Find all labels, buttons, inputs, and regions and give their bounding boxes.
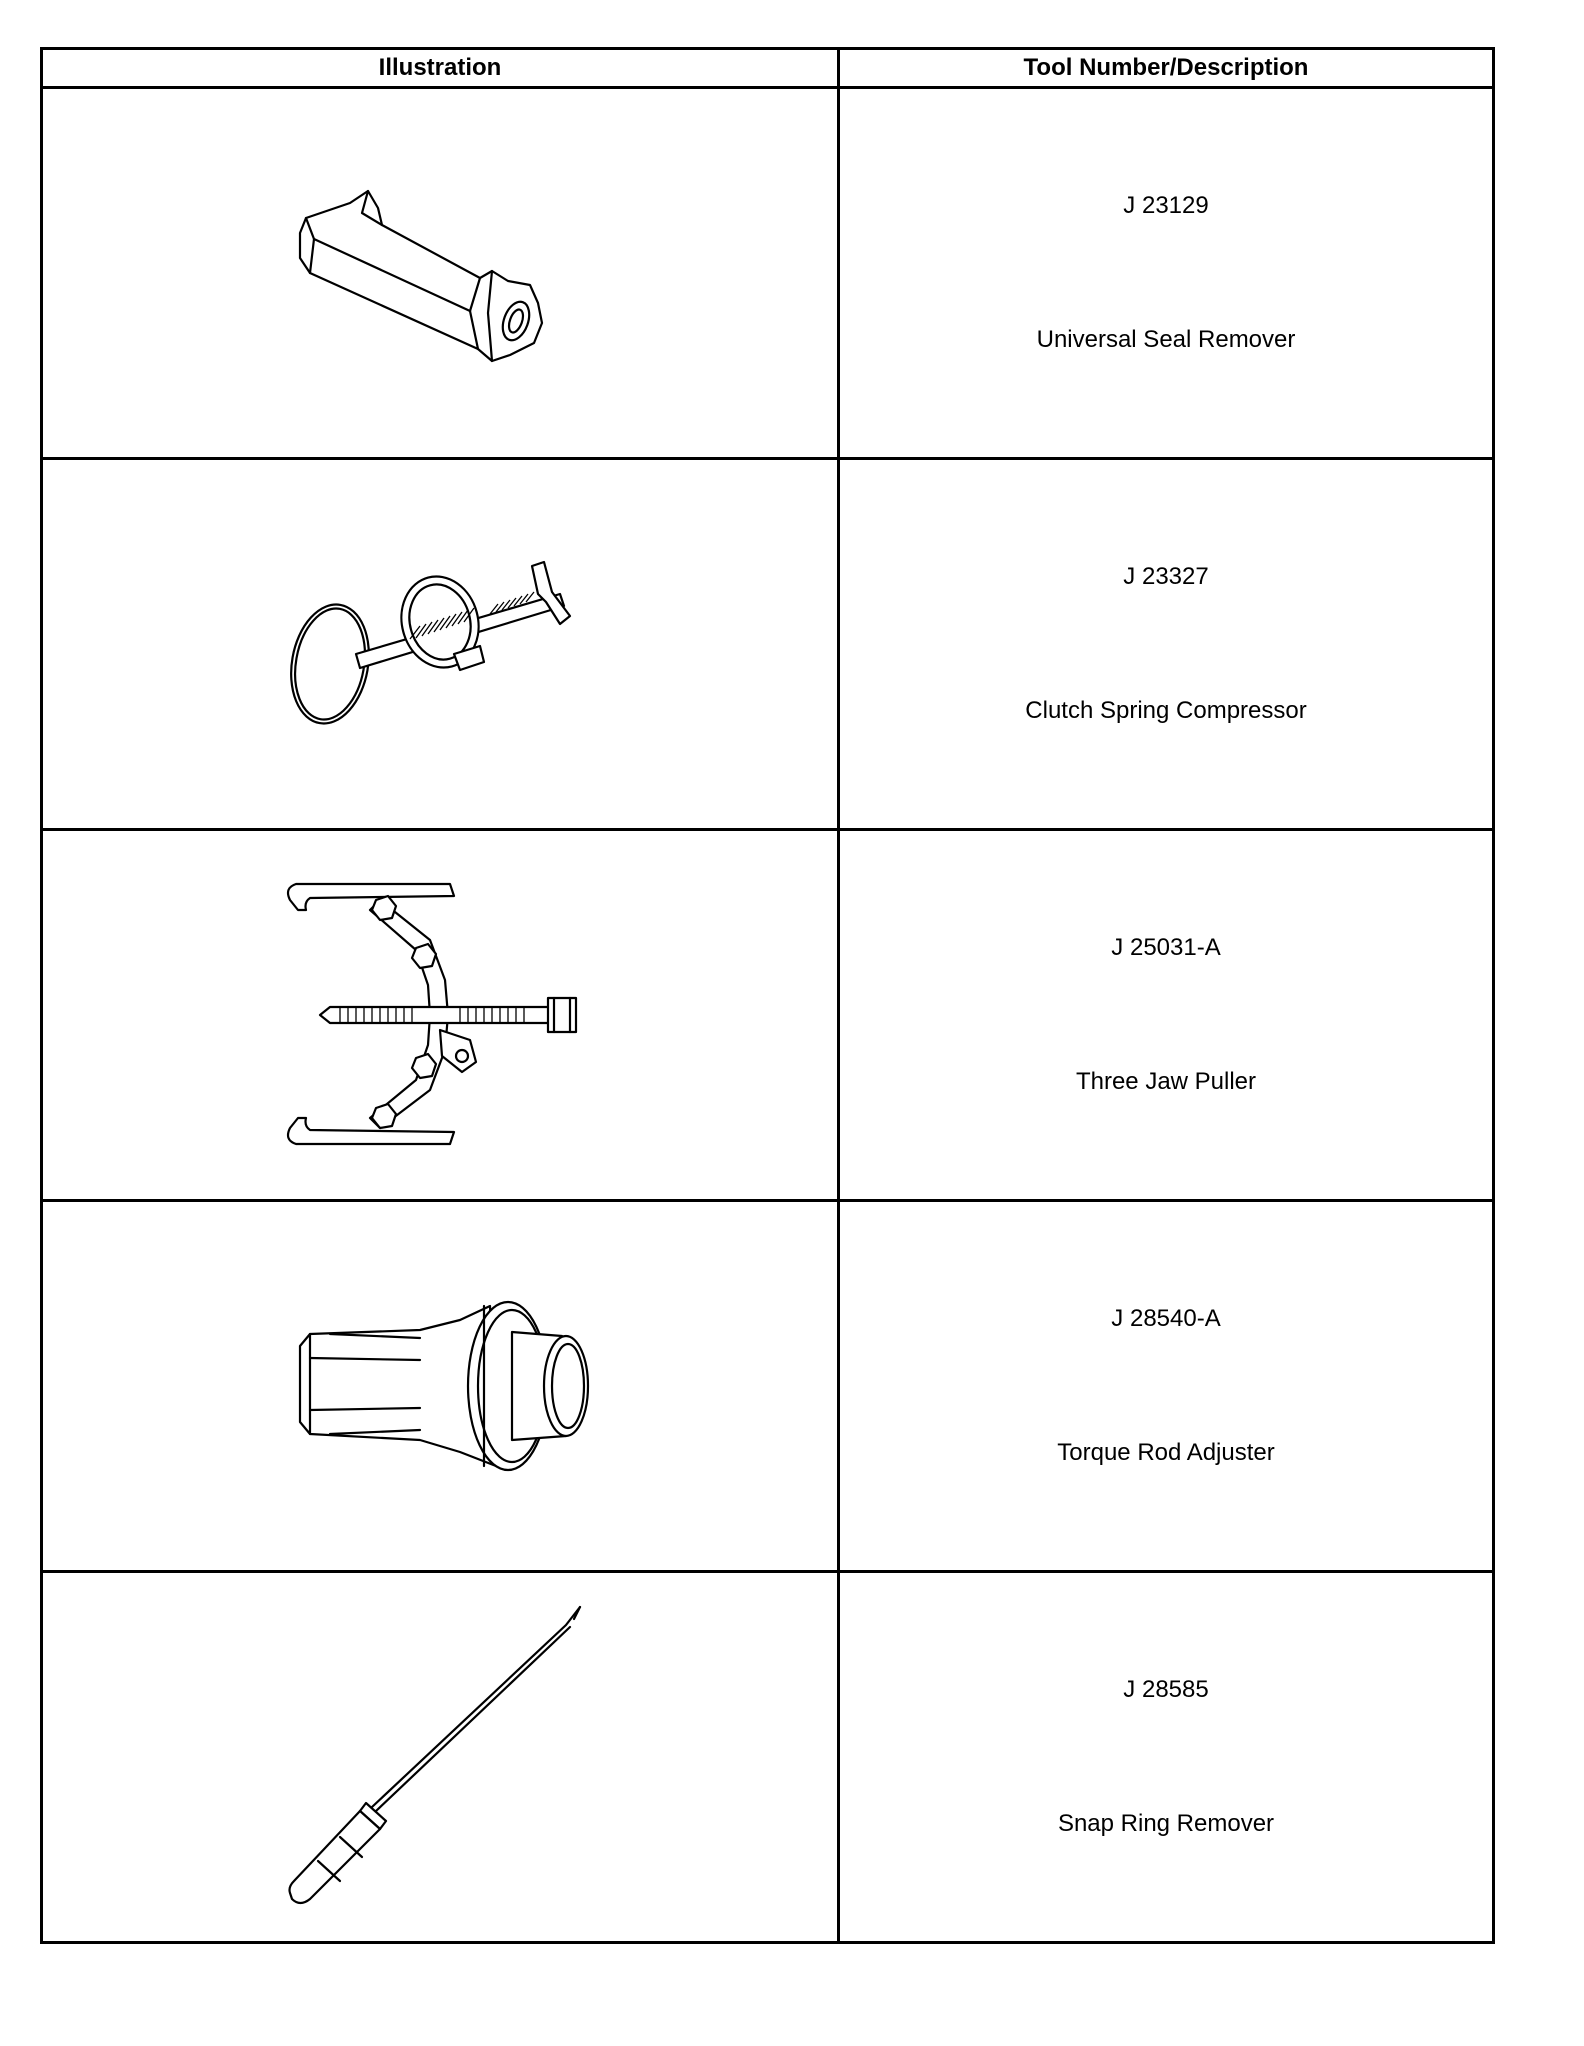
illustration-cell	[40, 828, 840, 1202]
illustration-cell	[40, 86, 840, 460]
tool-number: J 23129	[1123, 192, 1209, 219]
tool-row: J 23327 Clutch Spring Compressor	[40, 457, 1495, 831]
tool-header: Tool Number/Description	[837, 47, 1495, 89]
tool-number: J 23327	[1123, 563, 1209, 590]
tool-number: J 28540-A	[1111, 1305, 1221, 1332]
tool-description: Three Jaw Puller	[1075, 1068, 1257, 1095]
torque-rod-adjuster-illustration	[298, 1300, 590, 1472]
tool-description-cell: J 28540-A Torque Rod Adjuster	[837, 1199, 1495, 1573]
tool-description: Universal Seal Remover	[1036, 326, 1296, 353]
snap-ring-remover-illustration	[288, 1605, 582, 1905]
tool-row: J 28540-A Torque Rod Adjuster	[40, 1199, 1495, 1573]
tool-row: J 28585 Snap Ring Remover	[40, 1570, 1495, 1944]
tool-description: Snap Ring Remover	[1057, 1810, 1275, 1837]
illustration-header: Illustration	[40, 47, 840, 89]
tool-row: J 25031-A Three Jaw Puller	[40, 828, 1495, 1202]
illustration-cell	[40, 1199, 840, 1573]
tool-description-cell: J 25031-A Three Jaw Puller	[837, 828, 1495, 1202]
tool-description-cell: J 23327 Clutch Spring Compressor	[837, 457, 1495, 831]
tool-description-cell: J 23129 Universal Seal Remover	[837, 86, 1495, 460]
header-row: Illustration Tool Number/Description	[40, 47, 1495, 89]
special-tools-table: Illustration Tool Number/Description	[40, 47, 1495, 1944]
illustration-cell	[40, 457, 840, 831]
jaw-puller-illustration	[286, 882, 578, 1146]
illustration-cell	[40, 1570, 840, 1944]
tool-description: Clutch Spring Compressor	[1025, 697, 1307, 724]
spring-compressor-illustration	[290, 560, 572, 725]
tool-description-cell: J 28585 Snap Ring Remover	[837, 1570, 1495, 1944]
tool-number: J 25031-A	[1111, 934, 1221, 961]
tool-row: J 23129 Universal Seal Remover	[40, 86, 1495, 460]
seal-remover-illustration	[298, 189, 544, 363]
tool-number: J 28585	[1123, 1676, 1209, 1703]
tool-description: Torque Rod Adjuster	[1057, 1439, 1275, 1466]
